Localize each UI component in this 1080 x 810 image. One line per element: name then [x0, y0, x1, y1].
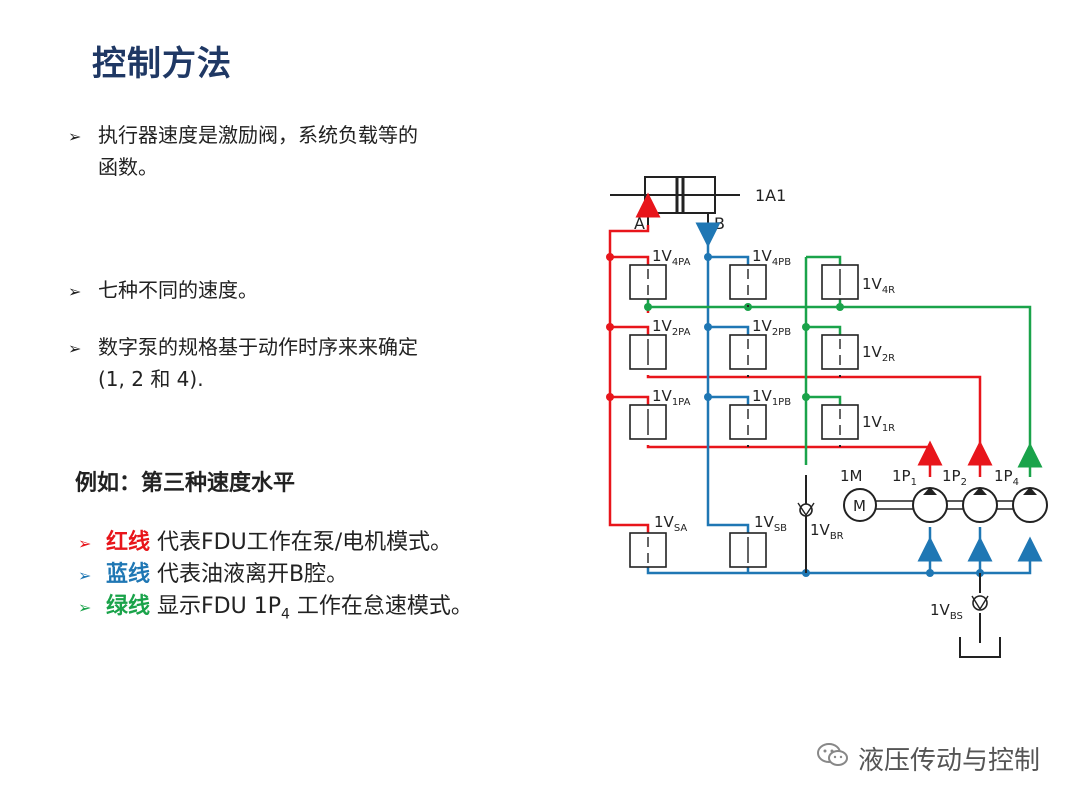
legend-text: 代表油液离开B腔。: [150, 562, 349, 587]
legend-keyword: 蓝线: [106, 562, 151, 587]
bullet-3: ➢ 数字泵的规格基于动作时序来来确定 (1, 2 和 4).: [68, 332, 418, 394]
legend-text: 显示FDU 1P: [150, 594, 281, 619]
red-junctions: [606, 253, 614, 401]
hydraulic-circuit-diagram: 1A1 A B: [606, 176, 1048, 658]
watermark: 液压传动与控制: [816, 740, 1040, 777]
drive-shaft: [876, 500, 1030, 510]
valve-labels: 1V4PA 1V4PB 1V4R 1V2PA 1V2PB 1V2R 1V1PA …: [652, 247, 963, 622]
port-a-label: A: [634, 214, 645, 233]
pump-triangles: [923, 487, 1037, 495]
valve-label: 1VSB: [754, 513, 787, 534]
bullet-2: ➢ 七种不同的速度。: [68, 275, 258, 307]
legend-green: ➢ 绿线 显示FDU 1P4 工作在怠速模式。: [78, 592, 473, 629]
bullet-text: 函数。: [98, 155, 158, 179]
pump-units: [912, 487, 1048, 523]
example-heading: 例如：第三种速度水平: [75, 471, 296, 496]
bullet-arrow-icon: ➢: [78, 566, 92, 585]
legend-keyword: 绿线: [106, 594, 151, 619]
valve-label: 1VSA: [654, 513, 687, 534]
legend-subscript: 4: [280, 606, 290, 623]
pump-label: 1P4: [994, 467, 1019, 488]
check-valve-br: [797, 502, 815, 517]
valve-label: 1V4PB: [752, 247, 791, 268]
bullet-text: 执行器速度是激励阀，系统负载等的: [98, 123, 418, 147]
blue-flow-line: [646, 222, 1043, 575]
valve-label: 1VBS: [930, 601, 963, 622]
actuator-label: 1A1: [755, 186, 786, 205]
valve-label: 1V4PA: [652, 247, 691, 268]
tank: [959, 637, 1001, 658]
motor-symbol: M: [853, 497, 866, 515]
bullet-text: (1, 2 和 4).: [98, 367, 204, 391]
bullet-arrow-icon: ➢: [68, 339, 82, 358]
neutral-pipes: [747, 305, 981, 643]
page-title: 控制方法: [92, 44, 232, 84]
bullet-arrow-icon: ➢: [78, 598, 92, 617]
port-b-label: B: [714, 214, 725, 233]
legend-keyword: 红线: [106, 530, 151, 555]
legend-text: 工作在怠速模式。: [289, 594, 473, 619]
valve-label: 1VBR: [810, 521, 844, 542]
valve-label: 1V2R: [862, 343, 895, 364]
bullet-arrow-icon: ➢: [78, 534, 92, 553]
valve-internals: [647, 269, 841, 563]
bullet-1: ➢ 执行器速度是激励阀，系统负载等的 函数。: [68, 120, 418, 182]
bullet-text: 数字泵的规格基于动作时序来来确定: [98, 335, 418, 359]
check-valve-bs: [971, 595, 989, 611]
bullet-text: 七种不同的速度。: [98, 278, 258, 302]
valve-label: 1V1PB: [752, 387, 791, 408]
bullet-arrow-icon: ➢: [68, 282, 82, 301]
valve-label: 1V2PA: [652, 317, 691, 338]
valve-label: 1V2PB: [752, 317, 791, 338]
wechat-icon: [816, 741, 850, 776]
valve-label: 1V1PA: [652, 387, 691, 408]
pump-labels: 1P1 1P2 1P4: [892, 467, 1019, 488]
watermark-text: 液压传动与控制: [857, 746, 1040, 776]
pump-label: 1P1: [892, 467, 917, 488]
legend-text: 代表FDU工作在泵/电机模式。: [150, 530, 453, 555]
green-junctions: [644, 303, 844, 401]
motor-label: 1M: [840, 467, 863, 485]
valve-label: 1V1R: [862, 413, 895, 434]
legend-blue: ➢ 蓝线 代表油液离开B腔。: [78, 560, 348, 591]
bullet-arrow-icon: ➢: [68, 127, 82, 146]
pump-label: 1P2: [942, 467, 967, 488]
valve-label: 1V4R: [862, 275, 895, 296]
legend-red: ➢ 红线 代表FDU工作在泵/电机模式。: [78, 528, 452, 559]
motor-1m: M: [843, 488, 877, 522]
